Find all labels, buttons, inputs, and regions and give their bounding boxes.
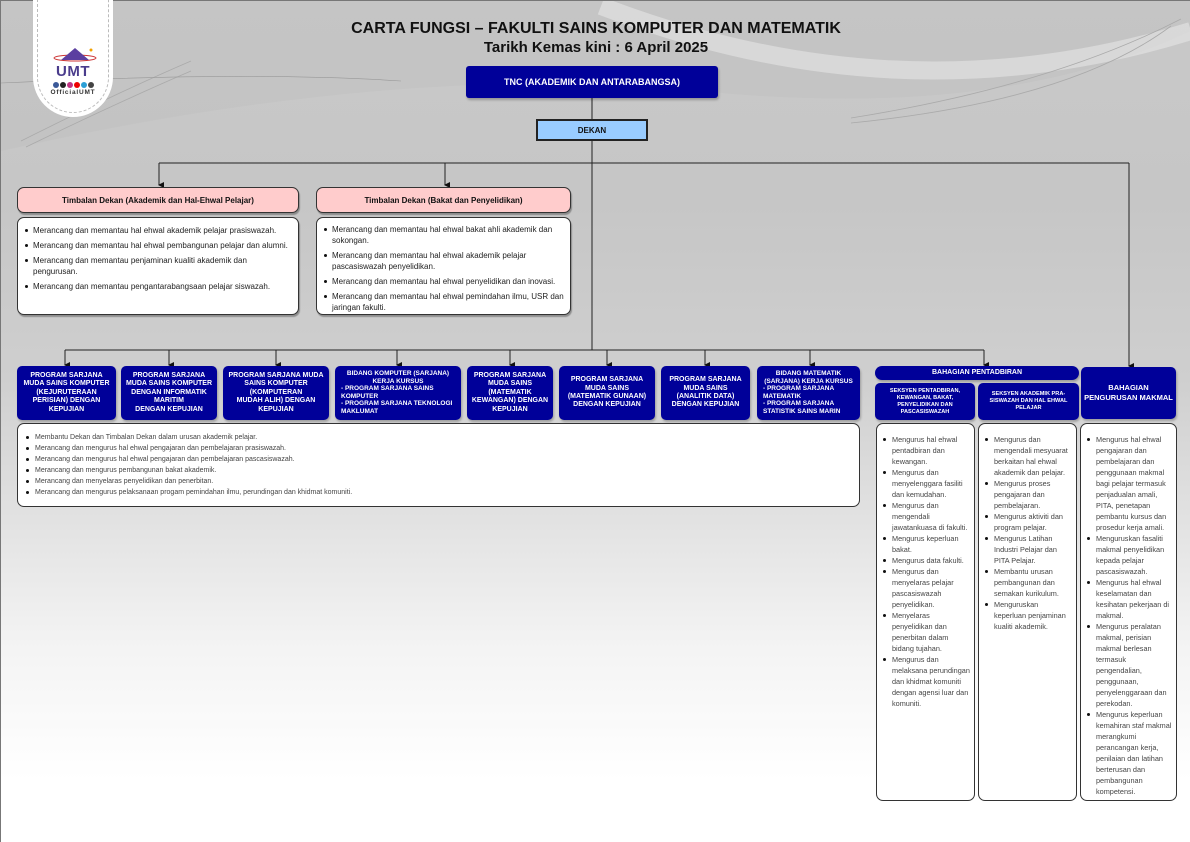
duty-item: Mengurus dan mengendali mesyuarat berkai… <box>984 434 1072 478</box>
duty-item: Mengurus data fakulti. <box>882 555 970 566</box>
page-subtitle: Tarikh Kemas kini : 6 April 2025 <box>483 39 709 56</box>
duty-item: Merancang dan memantau hal ehwal akademi… <box>323 250 564 272</box>
duty-item: Mengurus dan mengendali jawatankuasa di … <box>882 500 970 533</box>
duty-item: Merancang dan memantau penjaminan kualit… <box>24 255 292 277</box>
social-icons <box>52 82 94 88</box>
duty-item: Merancang dan mengurus pelaksanaan proga… <box>24 487 853 498</box>
duty-item: Mengurus dan menyelenggara fasiliti dan … <box>882 467 970 500</box>
timbalan-akademik-box: Timbalan Dekan (Akademik dan Hal-Ehwal P… <box>17 187 299 213</box>
duty-item: Menguruskan fasaliti makmal penyelidikan… <box>1086 533 1172 577</box>
facebook-icon[interactable] <box>52 82 59 88</box>
dekan-box: DEKAN <box>536 119 648 141</box>
duty-item: Merancang dan menyelaras penyelidikan da… <box>24 476 853 487</box>
duty-item: Merancang dan memantau hal ehwal peminda… <box>323 291 564 313</box>
seksyen-akademik-box: SEKSYEN AKADEMIK PRA-SISWAZAH DAN HAL EH… <box>978 383 1079 420</box>
telegram-icon[interactable] <box>80 82 87 88</box>
bahagian-makmal-duties: Mengurus hal ehwal pengajaran dan pembel… <box>1080 423 1177 801</box>
bahagian-makmal-box: BAHAGIAN PENGURUSAN MAKMAL <box>1081 367 1176 419</box>
youtube-icon[interactable] <box>73 82 80 88</box>
duty-item: Membantu Dekan dan Timbalan Dekan dalam … <box>24 432 853 443</box>
duty-item: Mengurus keperluan kemahiran staf makmal… <box>1086 709 1172 797</box>
program-box-bidang-komputer: BIDANG KOMPUTER (SARJANA) KERJA KURSUS -… <box>335 366 461 420</box>
duty-item: Merancang dan memantau pengantarabangsaa… <box>24 281 292 292</box>
duty-item: Mengurus dan menyelaras pelajar pascasis… <box>882 566 970 610</box>
timbalan-akademik-duties: Merancang dan memantau hal ehwal akademi… <box>17 217 299 315</box>
timbalan-bakat-box: Timbalan Dekan (Bakat dan Penyelidikan) <box>316 187 571 213</box>
duty-item: Mengurus dan melaksana perundingan dan k… <box>882 654 970 709</box>
duty-item: Membantu urusan pembangunan dan semakan … <box>984 566 1072 599</box>
duty-item: Merancang dan memantau hal ehwal akademi… <box>24 225 292 236</box>
seksyen-akademik-duties: Mengurus dan mengendali mesyuarat berkai… <box>978 423 1077 801</box>
bahagian-pentadbiran-box: BAHAGIAN PENTADBIRAN <box>875 366 1079 380</box>
duty-item: Menguruskan keperluan penjaminan kualiti… <box>984 599 1072 632</box>
duty-item: Merancang dan memantau hal ehwal pembang… <box>24 240 292 251</box>
program-duties-box: Membantu Dekan dan Timbalan Dekan dalam … <box>17 423 860 507</box>
duty-item: Mengurus peralatan makmal, perisian makm… <box>1086 621 1172 709</box>
page-title: CARTA FUNGSI – FAKULTI SAINS KOMPUTER DA… <box>351 20 841 37</box>
duty-item: Mengurus hal ehwal pengajaran dan pembel… <box>1086 434 1172 533</box>
seksyen-pentadbiran-duties: Mengurus hal ehwal pentadbiran dan kewan… <box>876 423 975 801</box>
duty-item: Menyelaras penyelidikan dan penerbitan d… <box>882 610 970 654</box>
logo-handle: OfficialUMT <box>50 89 96 96</box>
duty-item: Merancang dan memantau hal ehwal penyeli… <box>323 276 564 287</box>
logo-brand: UMT <box>56 63 90 80</box>
seksyen-pentadbiran-box: SEKSYEN PENTADBIRAN, KEWANGAN, BAKAT, PE… <box>875 383 975 420</box>
duty-item: Merancang dan mengurus pembangunan bakat… <box>24 465 853 476</box>
program-box-bidang-matematik: BIDANG MATEMATIK (SARJANA) KERJA KURSUS … <box>757 366 860 420</box>
x-icon[interactable] <box>59 82 66 88</box>
duty-item: Mengurus keperluan bakat. <box>882 533 970 555</box>
timbalan-bakat-duties: Merancang dan memantau hal ehwal bakat a… <box>316 217 571 315</box>
tnc-box: TNC (AKADEMIK DAN ANTARABANGSA) <box>466 66 718 98</box>
instagram-icon[interactable] <box>66 82 73 88</box>
duty-item: Merancang dan mengurus hal ehwal pengaja… <box>24 454 853 465</box>
duty-item: Merancang dan mengurus hal ehwal pengaja… <box>24 443 853 454</box>
duty-item: Mengurus proses pengajaran dan pembelaja… <box>984 478 1072 511</box>
duty-item: Mengurus hal ehwal pentadbiran dan kewan… <box>882 434 970 467</box>
duty-item: Mengurus aktiviti dan program pelajar. <box>984 511 1072 533</box>
logo-emblem-icon <box>53 46 97 62</box>
duty-item: Mengurus hal ehwal keselamatan dan kesih… <box>1086 577 1172 621</box>
duty-item: Mengurus Latihan Industri Pelajar dan PI… <box>984 533 1072 566</box>
tiktok-icon[interactable] <box>87 82 94 88</box>
umt-logo: UMT OfficialUMT <box>37 0 109 113</box>
duty-item: Merancang dan memantau hal ehwal bakat a… <box>323 224 564 246</box>
